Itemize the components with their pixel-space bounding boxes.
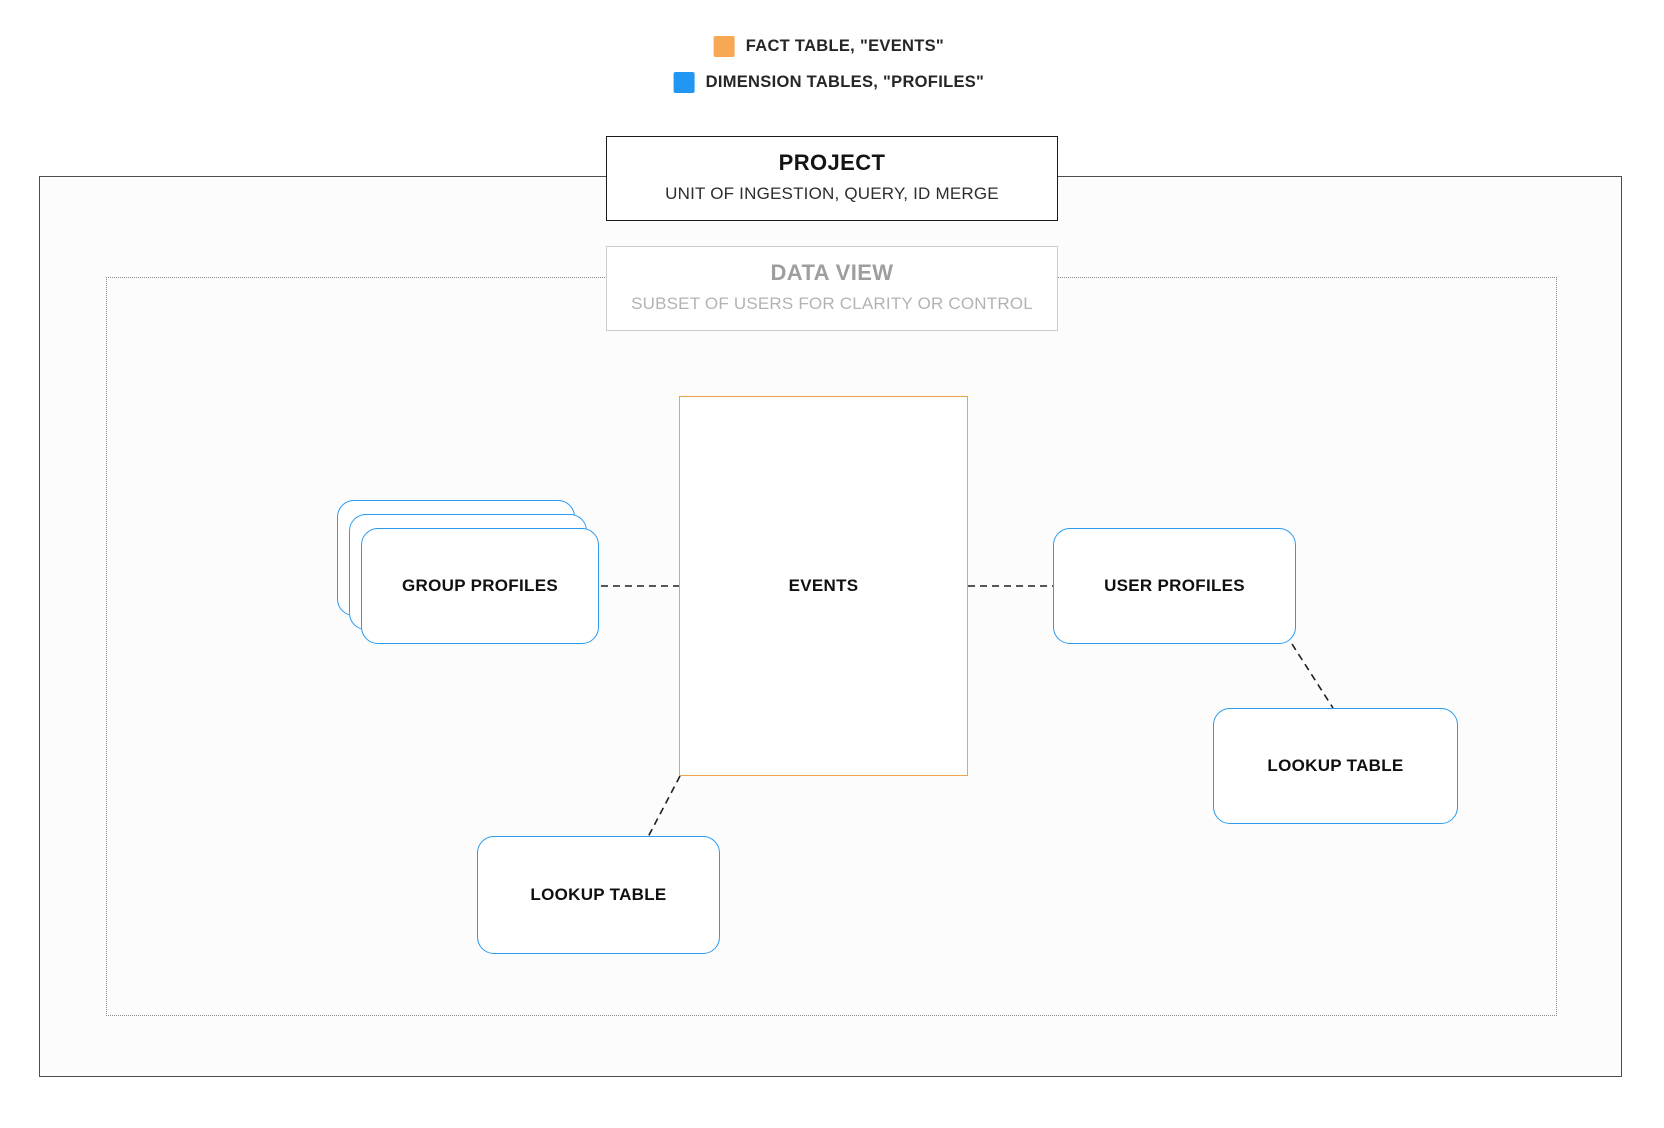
legend-label-dimension-tables: DIMENSION TABLES, "PROFILES" (705, 73, 985, 91)
project-subtitle: UNIT OF INGESTION, QUERY, ID MERGE (665, 184, 999, 203)
data-view-label-box: DATA VIEW SUBSET OF USERS FOR CLARITY OR… (606, 246, 1058, 331)
project-title: PROJECT (778, 150, 886, 175)
events-label: EVENTS (788, 576, 859, 595)
user-profiles-label: USER PROFILES (1104, 576, 1245, 595)
project-label-box: PROJECT UNIT OF INGESTION, QUERY, ID MER… (606, 136, 1058, 221)
fact-table-swatch-icon (713, 36, 735, 57)
data-view-title: DATA VIEW (770, 260, 894, 285)
lookup-table-right-label: LOOKUP TABLE (1267, 756, 1404, 775)
legend-item-fact-table: FACT TABLE, "EVENTS" (713, 36, 945, 57)
dimension-tables-swatch-icon (673, 72, 695, 93)
legend-item-dimension-tables: DIMENSION TABLES, "PROFILES" (673, 72, 985, 93)
lookup-table-bottom-node: LOOKUP TABLE (477, 836, 720, 954)
group-profiles-node: GROUP PROFILES (361, 528, 599, 644)
user-profiles-node: USER PROFILES (1053, 528, 1296, 644)
lookup-table-bottom-label: LOOKUP TABLE (530, 885, 667, 904)
legend: FACT TABLE, "EVENTS" DIMENSION TABLES, "… (673, 36, 985, 93)
events-node: EVENTS (679, 396, 968, 776)
group-profiles-label: GROUP PROFILES (402, 576, 558, 595)
legend-label-fact-table: FACT TABLE, "EVENTS" (745, 37, 945, 55)
lookup-table-right-node: LOOKUP TABLE (1213, 708, 1458, 824)
data-view-subtitle: SUBSET OF USERS FOR CLARITY OR CONTROL (631, 294, 1033, 313)
